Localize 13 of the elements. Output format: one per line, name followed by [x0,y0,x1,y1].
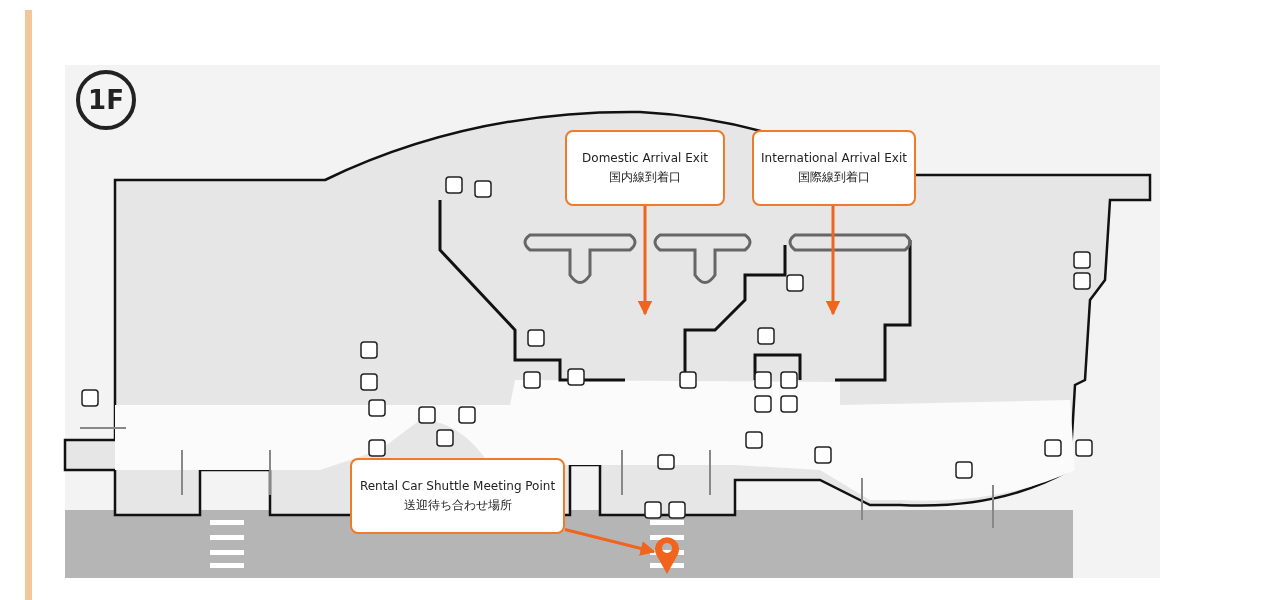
callout-text: 国際線到着口 [798,169,870,186]
arrow [825,206,841,316]
callout-box [565,130,725,206]
floor-label: 1F [88,85,124,115]
callout-text: International Arrival Exit [761,150,907,167]
callout-text: 送迎待ち合わせ場所 [403,497,512,514]
callout-box [350,458,565,534]
callout-text: Rental Car Shuttle Meeting Point [359,478,556,495]
arrow [637,206,653,316]
callout-box [752,130,916,206]
callout-text: 国内線到着口 [609,169,681,186]
callout-text: Domestic Arrival Exit [582,150,708,167]
arrow [564,528,656,556]
